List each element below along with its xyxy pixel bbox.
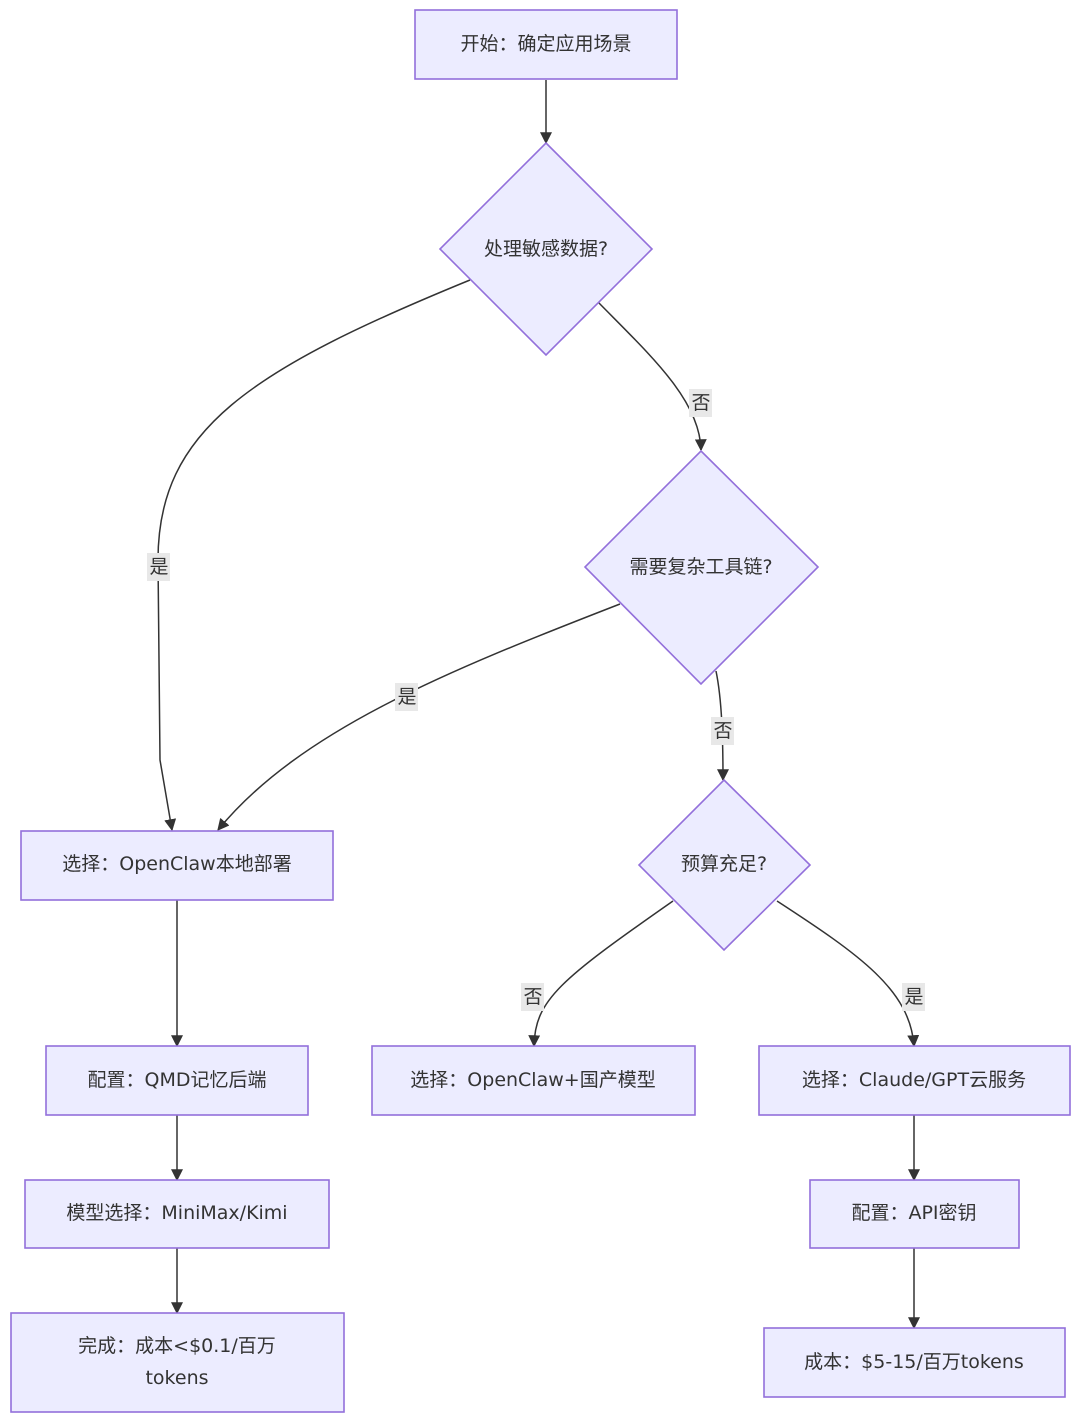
svg-text:选择：OpenClaw+国产模型: 选择：OpenClaw+国产模型	[410, 1069, 655, 1091]
svg-text:否: 否	[523, 986, 542, 1008]
svg-text:是: 是	[904, 986, 923, 1008]
node-config-qmd[interactable]: 配置：QMD记忆后端	[45, 1045, 309, 1116]
svg-text:开始：确定应用场景: 开始：确定应用场景	[460, 33, 631, 55]
node-config-api[interactable]: 配置：API密钥	[809, 1179, 1020, 1249]
decision-budget[interactable]: 预算充足?	[637, 778, 812, 952]
edges	[157, 80, 920, 1330]
edge-toolchain-yes	[217, 603, 621, 831]
edge-label-sensitive-no: 否	[689, 389, 712, 417]
node-choose-cloud[interactable]: 选择：Claude/GPT云服务	[758, 1045, 1071, 1116]
svg-text:选择：Claude/GPT云服务: 选择：Claude/GPT云服务	[802, 1069, 1026, 1091]
edge-labels: 是 否 是 否 否 是	[147, 389, 925, 1011]
node-choose-local[interactable]: 选择：OpenClaw本地部署	[20, 830, 334, 901]
svg-text:成本：$5-15/百万tokens: 成本：$5-15/百万tokens	[804, 1351, 1024, 1373]
svg-text:预算充足?: 预算充足?	[681, 853, 767, 875]
node-cost-cloud[interactable]: 成本：$5-15/百万tokens	[763, 1327, 1066, 1398]
edge-sensitive-yes	[157, 279, 471, 832]
svg-text:是: 是	[397, 686, 416, 708]
edge-budget-yes	[776, 900, 920, 1048]
svg-text:完成：成本<$0.1/百万: 完成：成本<$0.1/百万	[78, 1335, 276, 1357]
svg-text:否: 否	[713, 720, 732, 742]
svg-text:配置：QMD记忆后端: 配置：QMD记忆后端	[88, 1069, 267, 1091]
edge-sensitive-no	[597, 301, 707, 452]
node-start[interactable]: 开始：确定应用场景	[414, 9, 678, 80]
decision-sensitive-data[interactable]: 处理敏感数据?	[438, 141, 654, 357]
svg-text:否: 否	[691, 392, 710, 414]
decision-complex-toolchain[interactable]: 需要复杂工具链?	[583, 449, 820, 686]
svg-text:选择：OpenClaw本地部署: 选择：OpenClaw本地部署	[62, 853, 291, 875]
edge-label-budget-no: 否	[521, 983, 544, 1011]
node-done[interactable]: 完成：成本<$0.1/百万 tokens	[10, 1312, 345, 1413]
edge-label-toolchain-no: 否	[711, 717, 734, 745]
svg-text:需要复杂工具链?: 需要复杂工具链?	[629, 556, 772, 578]
node-model-choice[interactable]: 模型选择：MiniMax/Kimi	[24, 1179, 330, 1249]
svg-text:处理敏感数据?: 处理敏感数据?	[484, 238, 608, 260]
edge-budget-no	[528, 900, 674, 1048]
edge-label-budget-yes: 是	[902, 983, 925, 1011]
svg-text:tokens: tokens	[145, 1367, 208, 1389]
svg-text:是: 是	[149, 556, 168, 578]
node-choose-domestic[interactable]: 选择：OpenClaw+国产模型	[371, 1045, 696, 1116]
edge-label-sensitive-yes: 是	[147, 553, 170, 581]
svg-text:模型选择：MiniMax/Kimi: 模型选择：MiniMax/Kimi	[66, 1202, 287, 1224]
svg-text:配置：API密钥: 配置：API密钥	[851, 1202, 976, 1224]
edge-label-toolchain-yes: 是	[395, 683, 418, 711]
